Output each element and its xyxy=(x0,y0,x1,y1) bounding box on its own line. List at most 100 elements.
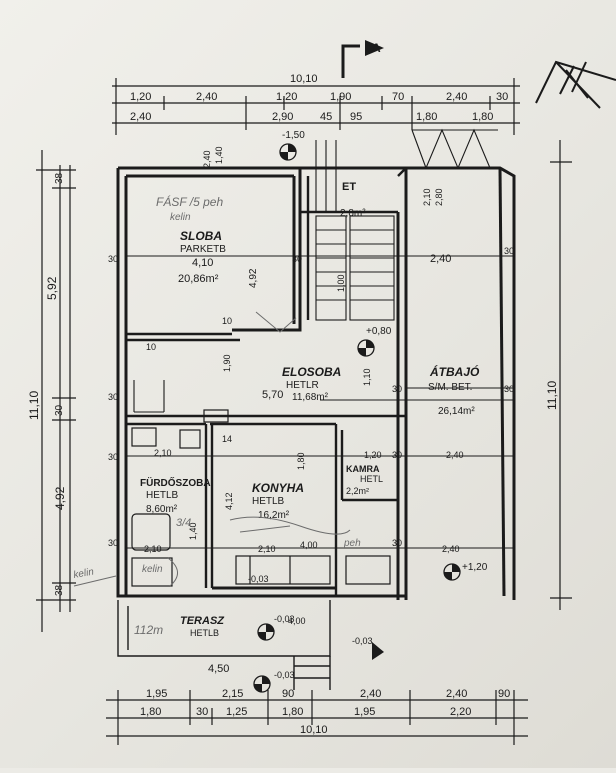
wall-mark: 30 xyxy=(108,538,118,548)
pencil-note: peh xyxy=(343,538,361,549)
dim-top-r2-4: 1,80 xyxy=(416,111,437,123)
dim-bottom-r1-0: 1,95 xyxy=(146,688,167,700)
thin-lines xyxy=(126,255,514,549)
room-hall: ELOSOBA HETLR 5,70 11,68m² xyxy=(262,365,341,403)
section-arrow-icon xyxy=(365,40,384,56)
room-name: ET xyxy=(342,181,356,193)
staircase xyxy=(315,140,395,321)
misc-label: 2,10 xyxy=(422,188,432,206)
dim-top-r1-2: 1,20 xyxy=(276,91,297,103)
dim-bottom-r2-1: 30 xyxy=(196,706,208,718)
dim-top-r2-0: 2,40 xyxy=(130,111,151,123)
dim-left-upper: 5,92 xyxy=(45,276,59,300)
dim-top-r2-1: 2,90 xyxy=(272,111,293,123)
misc-label: 2,10 xyxy=(144,544,162,554)
wall-mark: 30 xyxy=(392,450,402,460)
room-terrace: TERASZ HETLB 4,50 xyxy=(180,615,229,675)
wall-mark: 30 xyxy=(504,246,514,256)
pencil-note: kelin xyxy=(170,212,191,223)
misc-label: 10 xyxy=(222,316,232,326)
room-pantry: KAMRA HETL 2,2m² xyxy=(346,464,383,496)
section-arrow-bottom-icon xyxy=(372,642,384,660)
misc-label: 14 xyxy=(222,434,232,444)
room-name: FÜRDŐSZOBA xyxy=(140,476,211,489)
dim-top-r1-3: 1,90 xyxy=(330,91,351,103)
level-4: -0,03 xyxy=(274,670,295,680)
room-area: 16,2m² xyxy=(258,510,290,521)
room-floor: S/M. BET. xyxy=(428,382,472,393)
room-floor: HETL xyxy=(360,474,383,484)
interior-walls xyxy=(126,167,407,596)
bottom-dimension-lines xyxy=(106,690,528,745)
section-marker xyxy=(341,44,360,78)
room-size: 5,70 xyxy=(262,389,283,401)
room-side: 4,92 xyxy=(248,268,259,288)
room-area: 26,14m² xyxy=(438,406,475,417)
dim-left-small-0: 38 xyxy=(54,172,65,184)
right-dimension-line xyxy=(550,140,572,610)
misc-label: 1,20 xyxy=(364,450,382,460)
dim-top-r1-0: 1,20 xyxy=(130,91,151,103)
misc-label: 4,00 xyxy=(288,616,306,626)
wall-mark: 30 xyxy=(108,392,118,402)
room-floor: HETLB xyxy=(146,490,179,501)
dim-right-total: 11,10 xyxy=(545,381,559,410)
level-6: -0,03 xyxy=(248,574,269,584)
misc-label: 2,40 xyxy=(202,150,212,168)
level-marker-icon xyxy=(357,339,375,357)
dim-bottom-r2-3: 1,80 xyxy=(282,706,303,718)
level-5: -0,03 xyxy=(352,636,373,646)
dim-top-r1-1: 2,40 xyxy=(196,91,217,103)
misc-label: 1,10 xyxy=(362,368,372,386)
pencil-note: FÁSF /5 peh xyxy=(156,194,223,209)
level-marker-icon xyxy=(443,563,461,581)
north-arrow-icon xyxy=(535,60,616,109)
dim-top-r2-2: 45 xyxy=(320,111,332,123)
room-bathroom: FÜRDŐSZOBA HETLB 8,60m² xyxy=(140,476,211,515)
dim-top-r2-3: 95 xyxy=(350,111,362,123)
misc-label: 1,00 xyxy=(336,274,346,292)
dim-bottom-r2-5: 2,20 xyxy=(450,706,471,718)
wall-mark: 30 xyxy=(108,254,118,264)
dim-bottom-r2-0: 1,80 xyxy=(140,706,161,718)
pencil-note: kelin xyxy=(73,566,96,580)
room-garage: ÁTBAJÓ S/M. BET. 2,40 26,14m² xyxy=(428,253,480,417)
dim-left-lower: 4,92 xyxy=(53,486,67,510)
top-dimension-lines xyxy=(112,78,520,135)
room-floor: PARKETB xyxy=(180,244,226,255)
dim-left-small-1: 38 xyxy=(54,584,65,596)
dim-left-small-2: 30 xyxy=(54,404,65,416)
terrace xyxy=(117,600,331,690)
misc-label: 4,00 xyxy=(300,540,318,550)
dim-bottom-overall: 10,10 xyxy=(300,724,328,736)
level-0: -1,50 xyxy=(282,130,305,141)
level-3: -0,03 xyxy=(274,614,295,624)
level-2: +1,20 xyxy=(462,562,488,573)
misc-label: 4,12 xyxy=(224,492,234,510)
dim-bottom-r2-2: 1,25 xyxy=(226,706,247,718)
room-size: 4,50 xyxy=(208,663,229,675)
kitchen-counter xyxy=(203,409,391,585)
room-floor: HETLB xyxy=(190,628,219,638)
room-size: 4,10 xyxy=(192,257,213,269)
room-kitchen: KONYHA HETLB 16,2m² xyxy=(252,481,304,521)
room-name: ÁTBAJÓ xyxy=(429,364,480,379)
misc-label: 2,40 xyxy=(446,450,464,460)
misc-label: 2,10 xyxy=(154,448,172,458)
room-area: 8,60m² xyxy=(146,504,178,515)
pencil-note: 112m xyxy=(134,623,163,637)
garage-door xyxy=(411,128,498,170)
misc-label: 1,40 xyxy=(214,146,224,164)
dim-bottom-r2-4: 1,95 xyxy=(354,706,375,718)
dim-top-r2-5: 1,80 xyxy=(472,111,493,123)
room-area: 2,2m² xyxy=(346,486,369,496)
misc-label: 1,40 xyxy=(188,522,198,540)
pencil-sketch xyxy=(73,311,351,587)
room-entry: ET 2,8m² xyxy=(340,181,366,219)
dim-bottom-r1-2: 90 xyxy=(282,688,294,700)
wall-mark: 30 xyxy=(292,254,302,264)
pencil-note: 3/4 xyxy=(176,517,191,529)
misc-label: 2,10 xyxy=(258,544,276,554)
